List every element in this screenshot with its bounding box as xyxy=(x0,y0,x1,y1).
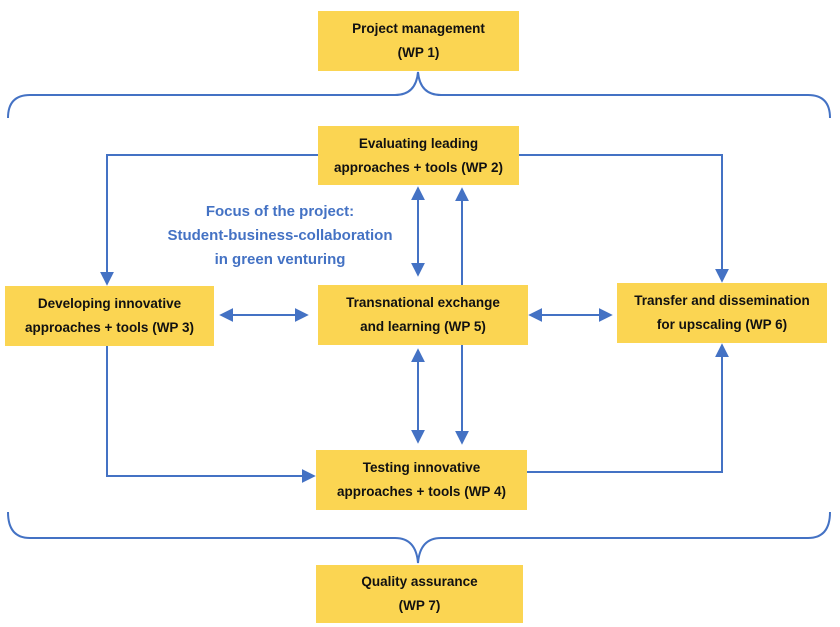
wp6-label: for upscaling (WP 6) xyxy=(656,317,788,332)
project-focus-note: Focus of the project: Student-business-c… xyxy=(150,200,410,272)
top-brace xyxy=(7,71,831,119)
wp3-title: Developing innovative xyxy=(37,296,182,311)
wp3-box: Developing innovative approaches + tools… xyxy=(5,286,214,346)
wp4-title: Testing innovative xyxy=(362,460,481,475)
wp7-label: (WP 7) xyxy=(398,598,441,613)
wp1-box: Project management (WP 1) xyxy=(318,11,519,71)
wp5-box: Transnational exchange and learning (WP … xyxy=(318,285,528,345)
wp5-label: and learning (WP 5) xyxy=(360,319,486,334)
wp5-title: Transnational exchange xyxy=(346,295,500,310)
wp6-title: Transfer and dissemination xyxy=(634,293,810,308)
wp1-label: (WP 1) xyxy=(397,45,440,60)
wp6-box: Transfer and dissemination for upscaling… xyxy=(617,283,827,343)
wp2-box: Evaluating leading approaches + tools (W… xyxy=(318,126,519,185)
focus-line-3: in green venturing xyxy=(214,251,346,268)
focus-line-2: Student-business-collaboration xyxy=(167,227,393,244)
wp2-label: approaches + tools (WP 2) xyxy=(334,159,503,175)
wp4-label: approaches + tools (WP 4) xyxy=(337,484,506,499)
connector-wp3-to-wp4 xyxy=(106,346,316,483)
connector-wp2-to-wp3 xyxy=(100,154,318,286)
wp7-box: Quality assurance (WP 7) xyxy=(316,565,523,623)
wp7-title: Quality assurance xyxy=(361,574,478,589)
wp4-box: Testing innovative approaches + tools (W… xyxy=(316,450,527,510)
wp1-title: Project management xyxy=(352,21,485,36)
focus-line-1: Focus of the project: xyxy=(205,203,355,220)
wp2-title: Evaluating leading xyxy=(358,135,479,151)
connector-wp2-to-wp6 xyxy=(519,154,729,283)
wp3-label: approaches + tools (WP 3) xyxy=(25,320,194,335)
bottom-brace xyxy=(7,511,831,564)
connector-wp4-to-wp6 xyxy=(527,343,729,473)
